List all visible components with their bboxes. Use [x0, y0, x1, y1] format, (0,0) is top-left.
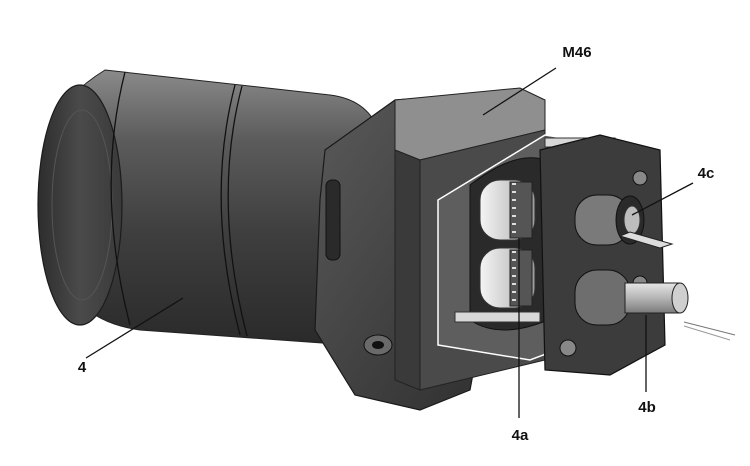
leader-motor — [85, 297, 184, 359]
motor-body — [37, 69, 396, 346]
end-plate-bolt — [559, 339, 577, 357]
label-motor: 4 — [78, 359, 87, 376]
leader-upper-shaft — [631, 182, 694, 216]
end-plate-bolt — [632, 170, 648, 186]
tie-rod-lower — [454, 311, 541, 323]
leader-lines — [85, 67, 694, 418]
leader-housing — [482, 67, 557, 116]
label-housing: M46 — [562, 44, 591, 61]
label-upper-shaft: 4c — [698, 165, 715, 182]
motor-end-cap — [37, 84, 123, 326]
label-output-shaft: 4b — [638, 399, 656, 416]
upper-gear — [479, 179, 536, 241]
end-plate — [539, 134, 736, 376]
flange-slot — [325, 179, 341, 261]
lower-gear — [479, 247, 536, 309]
output-shaft — [574, 269, 736, 341]
upper-shaft — [574, 194, 674, 249]
label-gear-pair: 4a — [512, 427, 529, 444]
